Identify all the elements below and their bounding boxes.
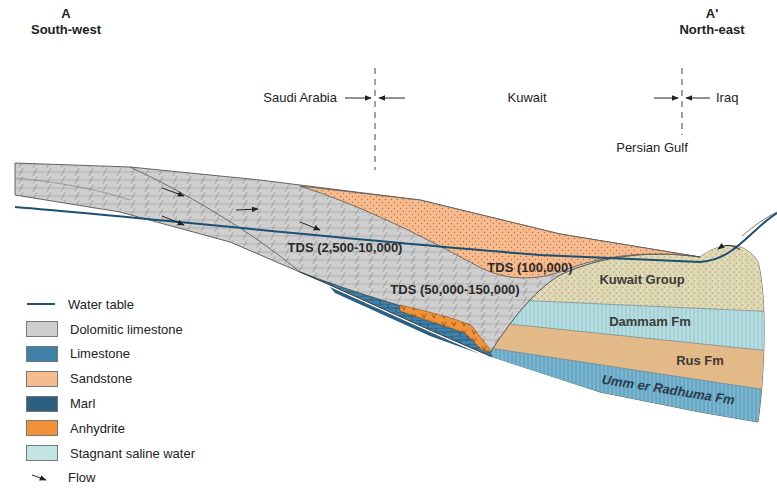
- legend-swatch: [26, 346, 58, 362]
- legend-row: Water table: [16, 292, 206, 317]
- country-label: Saudi Arabia: [263, 91, 337, 106]
- formation-label: Kuwait Group: [599, 273, 684, 288]
- legend-row: Dolomitic limestone: [16, 317, 206, 342]
- legend-text: Dolomitic limestone: [70, 322, 183, 337]
- border-line: [375, 68, 376, 170]
- flow-arrow: [718, 245, 740, 250]
- formation-label: Rus Fm: [676, 354, 724, 369]
- legend-swatch: [26, 445, 58, 461]
- flow-arrow: [236, 209, 258, 210]
- country-label: Kuwait: [507, 91, 546, 106]
- sea-surface: [742, 212, 777, 236]
- formation-label: Dammam Fm: [609, 315, 691, 330]
- legend-sample-stroke: [32, 475, 46, 480]
- anhydrite: [400, 305, 492, 352]
- legend-row: Flow: [16, 466, 206, 491]
- legend-row: Stagnant saline water: [16, 441, 206, 466]
- legend-swatch: [26, 396, 58, 412]
- sea-label: Persian Gulf: [616, 141, 688, 156]
- water-table: [15, 207, 777, 262]
- border-arrow: [345, 98, 371, 99]
- umm-er-radhuma-layer: [470, 345, 777, 440]
- country-label: Iraq: [716, 91, 738, 106]
- salinity-label: TDS (100,000): [487, 261, 572, 276]
- legend-text: Stagnant saline water: [70, 446, 195, 461]
- legend-text: Flow: [68, 470, 95, 485]
- legend-text: Sandstone: [70, 371, 132, 386]
- legend-row: Sandstone: [16, 366, 206, 391]
- border-arrow: [686, 98, 710, 99]
- legend-row: Limestone: [16, 342, 206, 367]
- legend-text: Marl: [70, 396, 95, 411]
- legend-swatch: [26, 371, 58, 387]
- flow-arrow: [162, 216, 184, 225]
- sandstone: [300, 186, 700, 278]
- border-arrow: [379, 98, 405, 99]
- section-end-letter: A: [61, 7, 70, 22]
- direction-label: South-west: [31, 23, 101, 38]
- direction-label: North-east: [679, 23, 744, 38]
- section-end-letter: A': [706, 7, 718, 22]
- legend-arrow-sample: [26, 471, 56, 485]
- border-arrow: [654, 98, 678, 99]
- legend-swatch: [26, 420, 58, 436]
- flow-arrow: [300, 222, 320, 230]
- legend-text: Anhydrite: [70, 421, 125, 436]
- legend-text: Limestone: [70, 346, 130, 361]
- legend-sample-stroke: [27, 303, 55, 305]
- border-line: [682, 68, 683, 135]
- layer-boundary: [15, 178, 130, 200]
- legend-swatch: [26, 321, 58, 337]
- stagnant-boundary: [488, 254, 700, 356]
- salinity-label: TDS (50,000-150,000): [390, 283, 519, 298]
- legend-row: Marl: [16, 391, 206, 416]
- legend-text: Water table: [68, 297, 134, 312]
- legend-row: Anhydrite: [16, 416, 206, 441]
- legend-panel: Water tableDolomitic limestoneLimestoneS…: [16, 288, 206, 494]
- salinity-label: TDS (2,500-10,000): [288, 241, 403, 256]
- legend-line-sample: [26, 297, 56, 311]
- flow-arrow: [162, 188, 184, 196]
